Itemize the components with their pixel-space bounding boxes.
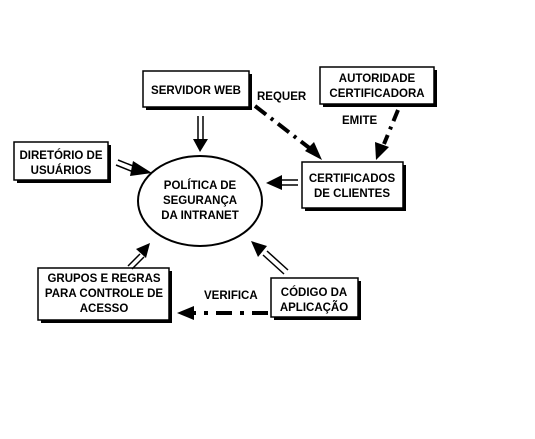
node-grupos-regras: GRUPOS E REGRAS PARA CONTROLE DE ACESSO bbox=[37, 267, 172, 323]
node-grupos-line-3: ACESSO bbox=[80, 303, 129, 315]
node-grupos-line-2: PARA CONTROLE DE bbox=[45, 288, 164, 300]
edge-label-requer: REQUER bbox=[257, 91, 307, 103]
arrow-verifica bbox=[177, 306, 268, 320]
node-codigo-aplicacao: CÓDIGO DA APLICAÇÃO bbox=[270, 277, 361, 320]
arrow-emite bbox=[375, 109, 400, 160]
node-politica-line-2: SEGURANÇA bbox=[163, 195, 237, 207]
arrow-servidor-to-politica bbox=[193, 116, 208, 152]
arrow-certificados-to-politica bbox=[266, 175, 298, 190]
edge-label-emite: EMITE bbox=[342, 115, 377, 127]
node-politica-line-3: DA INTRANET bbox=[161, 210, 239, 222]
node-diretorio-usuarios: DIRETÓRIO DE USUÁRIOS bbox=[13, 141, 111, 183]
node-autoridade-certificadora: AUTORIDADE CERTIFICADORA bbox=[319, 66, 437, 107]
node-diretorio-line-1: DIRETÓRIO DE bbox=[19, 149, 102, 162]
node-autoridade-line-2: CERTIFICADORA bbox=[329, 88, 424, 100]
node-codigo-line-1: CÓDIGO DA bbox=[281, 286, 347, 299]
node-servidor-web: SERVIDOR WEB bbox=[142, 70, 252, 110]
node-certificados-line-1: CERTIFICADOS bbox=[309, 173, 396, 185]
node-politica-seguranca: POLÍTICA DE SEGURANÇA DA INTRANET bbox=[137, 155, 263, 247]
node-codigo-line-2: APLICAÇÃO bbox=[280, 301, 348, 314]
node-grupos-line-1: GRUPOS E REGRAS bbox=[47, 273, 160, 285]
arrow-codigo-to-politica bbox=[251, 241, 289, 275]
arrow-diretorio-to-politica bbox=[115, 159, 152, 176]
node-certificados-clientes: CERTIFICADOS DE CLIENTES bbox=[301, 161, 406, 211]
arrow-requer bbox=[253, 104, 322, 160]
node-politica-line-1: POLÍTICA DE bbox=[164, 179, 237, 192]
node-diretorio-line-2: USUÁRIOS bbox=[31, 164, 92, 177]
node-servidor-web-line-1: SERVIDOR WEB bbox=[151, 85, 241, 97]
edge-label-verifica: VERIFICA bbox=[204, 290, 258, 302]
arrow-grupos-to-politica bbox=[127, 243, 150, 270]
node-certificados-line-2: DE CLIENTES bbox=[314, 188, 390, 200]
node-autoridade-line-1: AUTORIDADE bbox=[339, 73, 416, 85]
